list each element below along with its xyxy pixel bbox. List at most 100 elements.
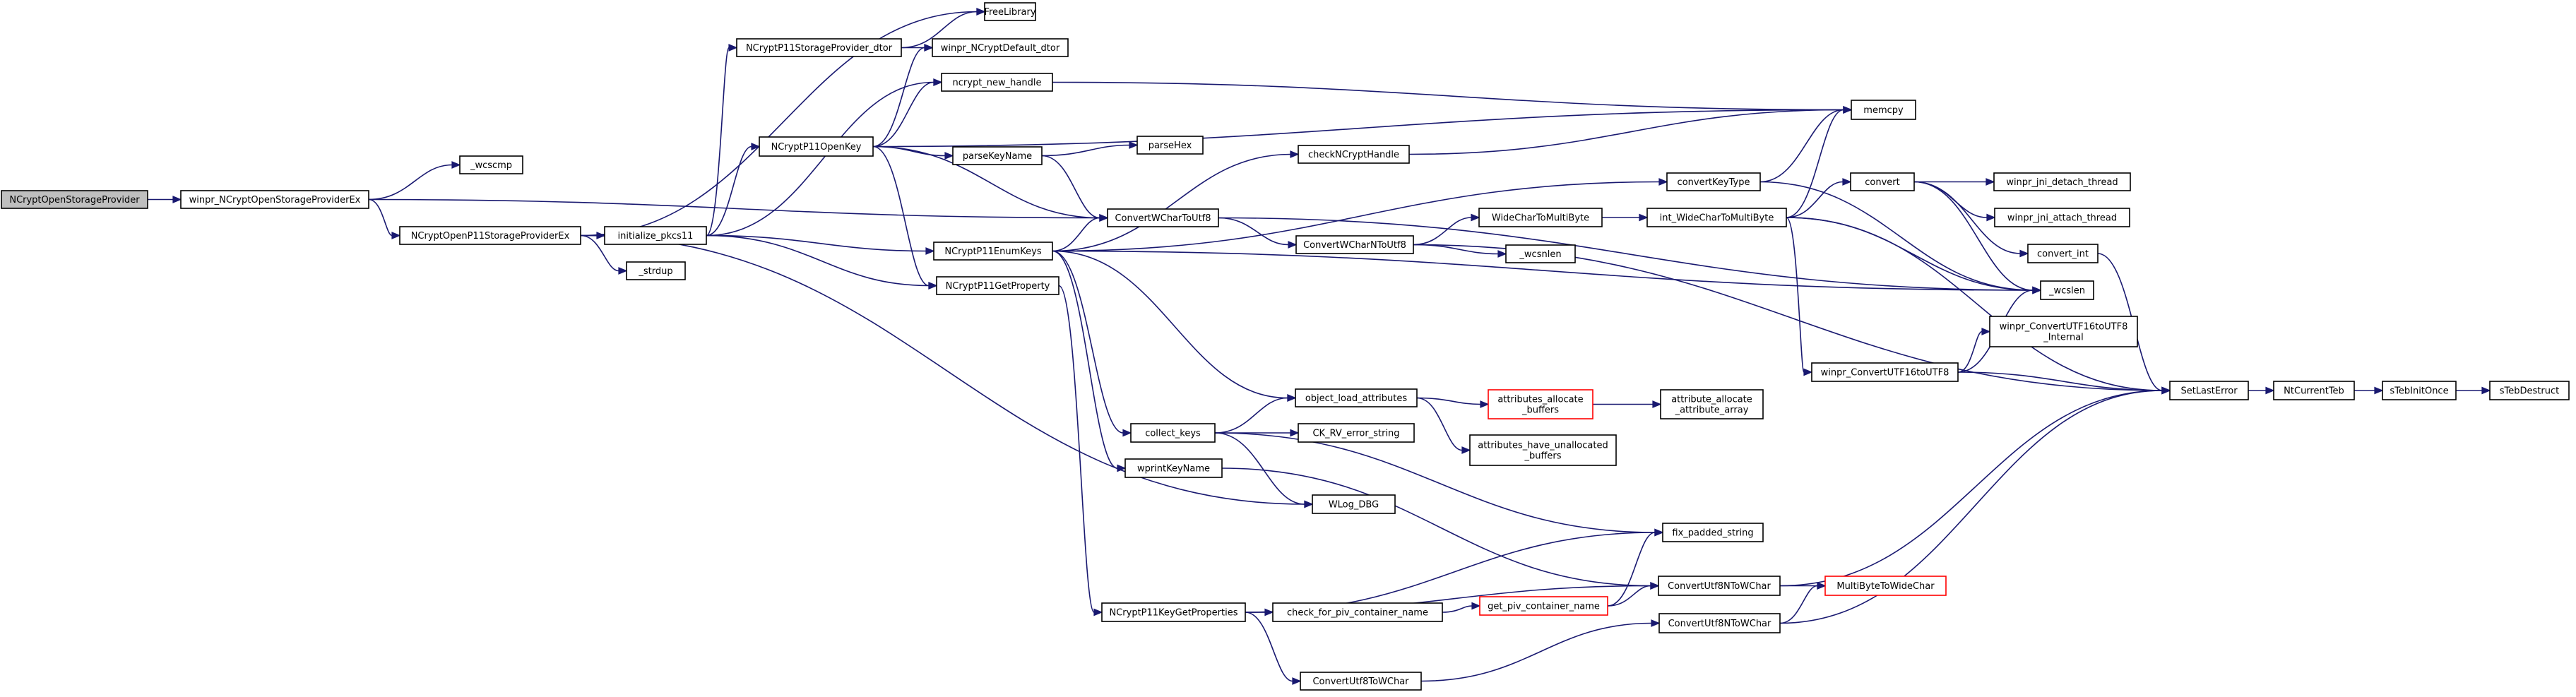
node-box[interactable]: [1272, 602, 1443, 622]
node-p11-dtor[interactable]: NCryptP11StorageProvider_dtor: [736, 38, 902, 57]
node-box[interactable]: [736, 38, 902, 57]
node-wcsnlen[interactable]: _wcsnlen: [1505, 244, 1576, 263]
node-wprint-key-name[interactable]: wprintKeyName: [1124, 458, 1223, 478]
node-teb-init-once[interactable]: sTebInitOnce: [2382, 381, 2457, 400]
node-c8-to-wchar[interactable]: ConvertUtf8ToWChar: [1300, 672, 1422, 691]
node-open-key[interactable]: NCryptP11OpenKey: [759, 136, 874, 157]
node-box[interactable]: [1295, 235, 1414, 254]
node-strdup[interactable]: _strdup: [626, 261, 686, 280]
node-box[interactable]: [1478, 208, 1603, 227]
node-box[interactable]: [1107, 208, 1219, 227]
node-c8n-to-wchar-b[interactable]: ConvertUtf8NToWChar: [1658, 613, 1781, 633]
node-box[interactable]: [1300, 672, 1422, 691]
node-mb-to-wc[interactable]: MultiByteToWideChar: [1824, 576, 1947, 596]
node-box[interactable]: [1, 190, 148, 209]
node-fix-padded[interactable]: fix_padded_string: [1662, 523, 1764, 542]
node-box[interactable]: [2273, 381, 2355, 400]
node-get-piv[interactable]: get_piv_container_name: [1479, 596, 1608, 616]
node-box[interactable]: [2027, 244, 2099, 263]
node-cw-to-utf8[interactable]: ConvertWCharToUtf8: [1107, 208, 1219, 227]
node-box[interactable]: [1662, 523, 1764, 542]
node-box[interactable]: [1298, 145, 1410, 164]
node-winpr-open-ex[interactable]: winpr_NCryptOpenStorageProviderEx: [180, 190, 369, 209]
node-box[interactable]: [1312, 494, 1396, 514]
node-collect-keys[interactable]: collect_keys: [1130, 423, 1216, 443]
node-box[interactable]: [1989, 316, 2138, 347]
node-check-piv[interactable]: check_for_piv_container_name: [1272, 602, 1443, 622]
node-convert[interactable]: convert: [1850, 172, 1915, 191]
node-box[interactable]: [1851, 100, 1916, 120]
node-get-property[interactable]: NCryptP11GetProperty: [936, 276, 1060, 295]
node-teb-destruct[interactable]: sTebDestruct: [2489, 381, 2570, 400]
node-attrs-allocate-buffers[interactable]: attributes_allocate_buffers: [1488, 389, 1593, 419]
node-ck-rv-error[interactable]: CK_RV_error_string: [1298, 423, 1415, 443]
node-box[interactable]: [180, 190, 369, 209]
node-box[interactable]: [2382, 381, 2457, 400]
node-box[interactable]: [1993, 172, 2131, 191]
node-attr-allocate-array[interactable]: attribute_allocate_attribute_array: [1660, 389, 1764, 419]
node-convert-int[interactable]: convert_int: [2027, 244, 2099, 263]
node-enum-keys[interactable]: NCryptP11EnumKeys: [933, 242, 1053, 261]
node-box[interactable]: [984, 2, 1036, 21]
node-box[interactable]: [932, 38, 1069, 57]
node-utf16-to-utf8-internal[interactable]: winpr_ConvertUTF16toUTF8_Internal: [1989, 316, 2138, 347]
node-box[interactable]: [1666, 172, 1761, 191]
node-check-handle[interactable]: checkNCryptHandle: [1298, 145, 1410, 164]
node-box[interactable]: [1469, 434, 1617, 466]
node-box[interactable]: [1295, 388, 1418, 407]
node-box[interactable]: [933, 242, 1053, 261]
node-box[interactable]: [1124, 458, 1223, 478]
node-box[interactable]: [459, 155, 523, 174]
node-box[interactable]: [759, 136, 874, 157]
node-box[interactable]: [1101, 602, 1246, 622]
node-box[interactable]: [626, 261, 686, 280]
node-new-handle[interactable]: ncrypt_new_handle: [941, 73, 1053, 92]
node-parse-key-name[interactable]: parseKeyName: [952, 146, 1043, 165]
node-wlog-dbg[interactable]: WLog_DBG: [1312, 494, 1396, 514]
node-wc-to-mb[interactable]: WideCharToMultiByte: [1478, 208, 1603, 227]
node-jni-attach[interactable]: winpr_jni_attach_thread: [1994, 208, 2130, 227]
node-jni-detach[interactable]: winpr_jni_detach_thread: [1993, 172, 2131, 191]
node-box[interactable]: [936, 276, 1060, 295]
node-box[interactable]: [941, 73, 1053, 92]
node-box[interactable]: [1488, 389, 1593, 419]
node-box[interactable]: [1130, 423, 1216, 443]
node-box[interactable]: [2169, 381, 2249, 400]
node-box[interactable]: [952, 146, 1043, 165]
node-key-get-props[interactable]: NCryptP11KeyGetProperties: [1101, 602, 1246, 622]
node-box[interactable]: [399, 226, 581, 245]
node-object-load-attrs[interactable]: object_load_attributes: [1295, 388, 1418, 407]
node-box[interactable]: [1994, 208, 2130, 227]
node-c8n-to-wchar-a[interactable]: ConvertUtf8NToWChar: [1658, 576, 1781, 596]
node-nt-current-teb[interactable]: NtCurrentTeb: [2273, 381, 2355, 400]
node-memcpy[interactable]: memcpy: [1851, 100, 1916, 120]
node-init-pkcs11[interactable]: initialize_pkcs11: [604, 226, 707, 245]
node-wcscmp[interactable]: _wcscmp: [459, 155, 523, 174]
node-box[interactable]: [1660, 389, 1764, 419]
node-default-dtor[interactable]: winpr_NCryptDefault_dtor: [932, 38, 1069, 57]
node-box[interactable]: [1811, 362, 1959, 382]
node-p11-open-ex[interactable]: NCryptOpenP11StorageProviderEx: [399, 226, 581, 245]
node-int-wc-to-mb[interactable]: int_WideCharToMultiByte: [1646, 208, 1787, 227]
node-box[interactable]: [604, 226, 707, 245]
node-root[interactable]: NCryptOpenStorageProvider: [1, 190, 148, 209]
node-free-library[interactable]: FreeLibrary: [984, 2, 1036, 21]
node-parse-hex[interactable]: parseHex: [1136, 136, 1204, 155]
node-box[interactable]: [2489, 381, 2570, 400]
node-box[interactable]: [1505, 244, 1576, 263]
node-box[interactable]: [1646, 208, 1787, 227]
node-wcslen[interactable]: _wcslen: [2040, 280, 2094, 300]
node-cwn-to-utf8[interactable]: ConvertWCharNToUtf8: [1295, 235, 1414, 254]
node-box[interactable]: [1850, 172, 1915, 191]
node-utf16-to-utf8[interactable]: winpr_ConvertUTF16toUTF8: [1811, 362, 1959, 382]
node-box[interactable]: [2040, 280, 2094, 300]
node-box[interactable]: [1136, 136, 1204, 155]
node-box[interactable]: [1658, 613, 1781, 633]
node-attrs-unallocated[interactable]: attributes_have_unallocated_buffers: [1469, 434, 1617, 466]
node-box[interactable]: [1298, 423, 1415, 443]
node-set-last-error[interactable]: SetLastError: [2169, 381, 2249, 400]
node-convert-key-type[interactable]: convertKeyType: [1666, 172, 1761, 191]
node-box[interactable]: [1479, 596, 1608, 616]
node-box[interactable]: [1658, 576, 1781, 596]
node-box[interactable]: [1824, 576, 1947, 596]
